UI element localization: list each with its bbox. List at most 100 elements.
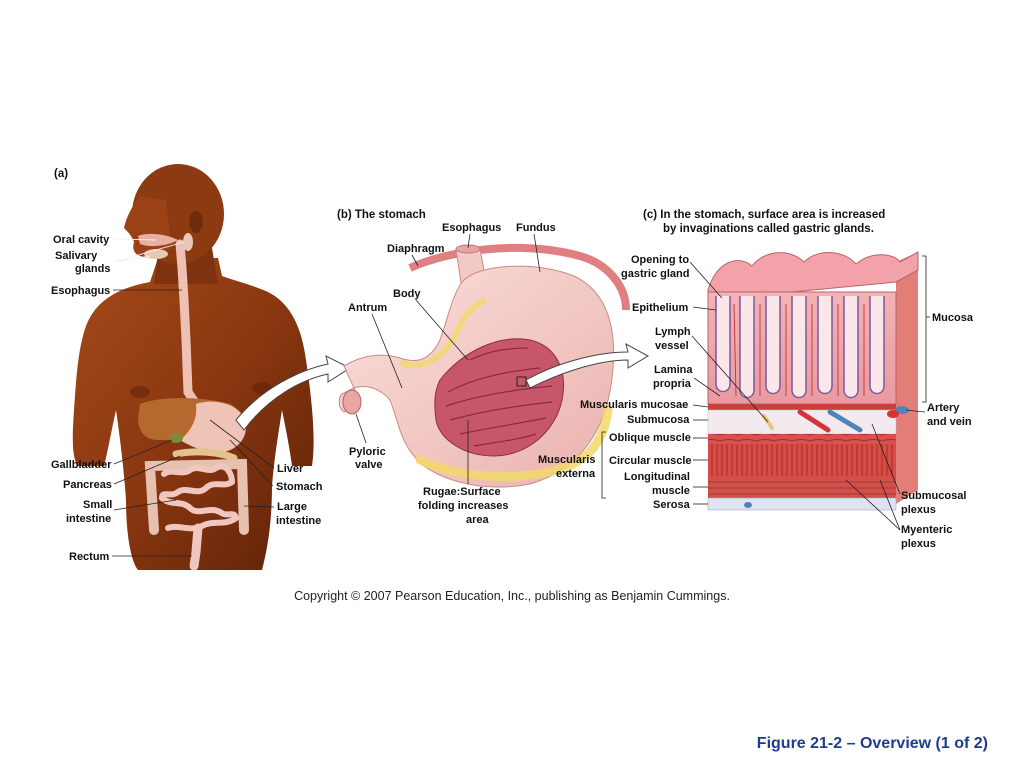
bracket-muscularis-externa <box>601 431 606 499</box>
leader-diaphragm <box>411 254 419 267</box>
longitudinal-fibers <box>708 481 896 495</box>
leader-stomach-a <box>229 439 274 487</box>
leader-myenteric-2 <box>879 479 901 531</box>
capillaries <box>733 303 865 397</box>
label-opening-1: Opening to <box>631 254 689 266</box>
leader-artery <box>905 409 926 413</box>
leader-opening <box>689 261 723 299</box>
salivary-gland-organ-2 <box>183 233 193 251</box>
label-artery-1: Artery <box>927 402 960 414</box>
leader-pyloric <box>355 413 367 444</box>
panel-a: (a) <box>51 164 352 571</box>
arrow-a-to-b-icon <box>235 355 352 431</box>
panel-a-tag: (a) <box>54 168 68 180</box>
label-lamina-1: Lamina <box>654 364 693 376</box>
label-serosa: Serosa <box>653 499 691 511</box>
stomach-organ <box>180 401 246 453</box>
panel-b: (b) The stomach Esophagus Fundus D <box>337 209 650 526</box>
panel-c-title-2: by invaginations called gastric glands. <box>663 223 874 235</box>
label-oblique: Oblique muscle <box>609 432 691 444</box>
circular-muscle-layer <box>708 444 896 476</box>
pancreas-organ <box>172 448 238 462</box>
wall-side-face <box>896 252 918 504</box>
label-rectum: Rectum <box>69 551 110 563</box>
leader-salivary <box>113 255 151 263</box>
label-body: Body <box>393 288 421 300</box>
pyloric-opening <box>342 389 362 415</box>
label-lymph-1: Lymph <box>655 326 691 338</box>
leader-liver <box>209 419 275 469</box>
leader-muscularis-mucosae <box>692 404 709 408</box>
label-pyloric-1: Pyloric <box>349 446 386 458</box>
label-fundus: Fundus <box>516 222 556 234</box>
label-salivary-2: glands <box>75 263 110 275</box>
esophagus-organ <box>175 239 201 409</box>
label-liver: Liver <box>277 463 304 475</box>
label-pyloric-2: valve <box>355 459 383 471</box>
leader-body <box>415 299 469 361</box>
label-stomach-a: Stomach <box>276 481 323 493</box>
label-salivary-1: Salivary <box>55 250 98 262</box>
arrow-b-to-c-icon <box>525 343 650 389</box>
leader-small-intestine <box>113 499 177 511</box>
label-antrum: Antrum <box>348 302 387 314</box>
leader-salivary-2 <box>113 241 185 263</box>
leader-gallbladder <box>113 439 173 465</box>
serosa-vessel <box>744 502 752 508</box>
figure-caption: Figure 21-2 – Overview (1 of 2) <box>756 735 988 752</box>
mucosa-surface <box>707 251 919 301</box>
label-small-1: Small <box>83 499 112 511</box>
bracket-mucosa <box>922 255 927 403</box>
label-longitudinal-1: Longitudinal <box>624 471 690 483</box>
leader-lymph <box>691 335 769 423</box>
label-small-2: intestine <box>66 513 111 525</box>
label-rugae-2: folding increases <box>418 500 508 512</box>
label-submucosa: Submucosa <box>627 414 690 426</box>
leader-myenteric <box>845 479 901 531</box>
muscularis-mucosae-layer <box>708 404 896 410</box>
label-rugae-1: Rugae:Surface <box>423 486 501 498</box>
chest-shadow <box>130 386 150 398</box>
leader-fundus <box>533 233 541 273</box>
salivary-gland-organ <box>144 249 168 259</box>
label-pancreas: Pancreas <box>63 479 112 491</box>
label-lymph-2: vessel <box>655 340 689 352</box>
leader-submucosal <box>871 423 901 495</box>
label-circular: Circular muscle <box>609 455 692 467</box>
label-large-1: Large <box>277 501 307 513</box>
zoom-box <box>516 376 527 387</box>
leader-antrum <box>371 313 403 389</box>
label-muscularis-ext-1: Muscularis <box>538 454 595 466</box>
oral-cavity-organ <box>138 233 178 247</box>
omentum-illustration <box>415 405 613 481</box>
diaphragm-illustration <box>408 243 630 311</box>
label-gallbladder: Gallbladder <box>51 459 112 471</box>
label-submucosal-2: plexus <box>901 504 936 516</box>
leader-esophagus-b <box>467 233 471 249</box>
rectum-organ <box>189 523 203 571</box>
label-muscularis-ext-2: externa <box>556 468 596 480</box>
gallbladder-organ <box>169 433 183 443</box>
label-myenteric-1: Myenteric <box>901 524 952 536</box>
label-muscularis-mucosae: Muscularis mucosae <box>580 399 688 411</box>
copyright-notice: Copyright © 2007 Pearson Education, Inc.… <box>294 589 730 603</box>
rugae-interior <box>434 338 564 457</box>
oblique-muscle-layer <box>708 434 896 444</box>
rugae-folds <box>445 347 553 447</box>
label-esophagus-b: Esophagus <box>442 222 501 234</box>
label-esophagus-a: Esophagus <box>51 285 110 297</box>
label-oral-cavity: Oral cavity <box>53 234 110 246</box>
panel-b-title: (b) The stomach <box>337 209 426 221</box>
label-myenteric-2: plexus <box>901 538 936 550</box>
label-opening-2: gastric gland <box>621 268 689 280</box>
label-rugae-3: area <box>466 514 490 526</box>
leader-lamina <box>693 377 721 397</box>
large-intestine-organ <box>144 458 249 535</box>
leader-large-intestine <box>243 505 275 508</box>
gastric-glands <box>715 296 885 399</box>
panel-c-title-1: (c) In the stomach, surface area is incr… <box>643 209 885 221</box>
label-submucosal-1: Submucosal <box>901 490 966 502</box>
label-longitudinal-2: muscle <box>652 485 690 497</box>
ear-illustration <box>189 211 203 233</box>
